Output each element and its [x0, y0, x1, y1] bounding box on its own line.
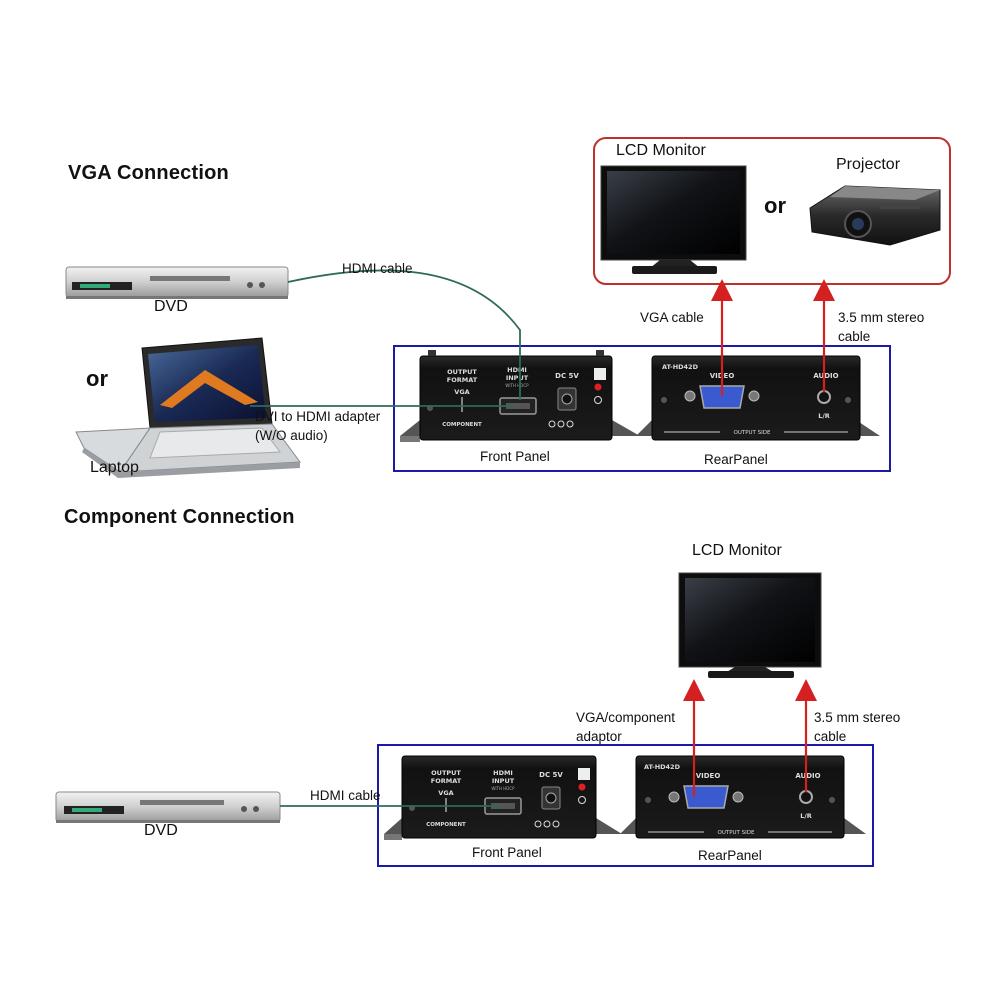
svg-text:HDMI: HDMI	[493, 769, 513, 777]
svg-text:AUDIO: AUDIO	[795, 772, 820, 780]
svg-text:L/R: L/R	[800, 812, 812, 820]
svg-text:VGA: VGA	[454, 388, 469, 396]
power-led-icon	[594, 383, 602, 391]
or-label-display: or	[764, 193, 786, 218]
dvd-label: DVD	[154, 298, 188, 315]
component-connection-heading: Component Connection	[64, 506, 295, 528]
svg-text:VGA: VGA	[438, 789, 453, 797]
svg-text:DC 5V: DC 5V	[539, 771, 563, 779]
svg-text:FORMAT: FORMAT	[431, 777, 462, 785]
audio-cable-label-bottom: 3.5 mm stereo cable	[814, 710, 901, 744]
component-adaptor-label: VGA/component adaptor	[576, 710, 676, 744]
projector-label: Projector	[836, 156, 901, 173]
projector-icon	[809, 185, 941, 246]
front-panel-device: OUTPUT FORMAT VGA COMPONENT HDMI INPUT W…	[400, 350, 640, 442]
svg-text:OUTPUT SIDE: OUTPUT SIDE	[718, 830, 756, 836]
svg-text:AT-HD42D: AT-HD42D	[662, 363, 699, 371]
vga-port-icon	[699, 385, 745, 409]
svg-text:AT-HD42D: AT-HD42D	[644, 763, 681, 771]
svg-text:INPUT: INPUT	[492, 777, 515, 785]
rear-panel-label-bottom: RearPanel	[698, 848, 762, 863]
svg-text:FORMAT: FORMAT	[447, 376, 478, 384]
audio-jack-icon	[817, 390, 831, 404]
device-frame-top	[393, 345, 891, 472]
front-panel-label-bottom: Front Panel	[472, 845, 542, 860]
svg-text:DC 5V: DC 5V	[555, 372, 579, 380]
rear-panel-device: AT-HD42D VIDEO AUDIO L/R OUTPUT SIDE	[636, 355, 880, 441]
laptop-icon	[75, 337, 301, 478]
vga-cable-label: VGA cable	[640, 310, 704, 325]
dvd-label-bottom: DVD	[144, 822, 178, 839]
svg-text:INPUT: INPUT	[506, 374, 529, 382]
lcd-monitor-label-bottom: LCD Monitor	[692, 542, 782, 559]
svg-text:COMPONENT: COMPONENT	[426, 822, 466, 828]
dvi-adapter-label: DVI to HDMI adapter (W/O audio)	[255, 409, 381, 443]
svg-text:OUTPUT: OUTPUT	[431, 769, 461, 777]
svg-text:HDMI: HDMI	[507, 366, 527, 374]
audio-cable-label: 3.5 mm stereo cable	[838, 310, 925, 344]
lcd-monitor-icon-bottom	[678, 572, 822, 678]
dvd-player-icon	[65, 266, 289, 299]
svg-text:AUDIO: AUDIO	[813, 372, 838, 380]
audio-jack-icon-bottom	[799, 790, 813, 804]
front-panel-label: Front Panel	[480, 449, 550, 464]
hdmi-cable-label: HDMI cable	[342, 261, 413, 276]
front-panel-device-bottom: OUTPUT FORMAT VGA COMPONENT HDMI INPUT W…	[384, 755, 622, 840]
vga-connection-heading: VGA Connection	[68, 162, 229, 184]
svg-text:WITH HDCP: WITH HDCP	[491, 786, 515, 791]
hdmi-cable-label-bottom: HDMI cable	[310, 788, 381, 803]
svg-text:L/R: L/R	[818, 412, 830, 420]
display-group-frame	[593, 137, 951, 285]
lcd-monitor-label: LCD Monitor	[616, 142, 706, 159]
svg-text:OUTPUT SIDE: OUTPUT SIDE	[734, 430, 772, 436]
laptop-label: Laptop	[90, 459, 139, 476]
or-label-source: or	[86, 366, 108, 391]
rear-panel-device-bottom: AT-HD42D VIDEO AUDIO L/R OUTPUT SIDE	[620, 755, 866, 839]
svg-text:WITH HDCP: WITH HDCP	[505, 383, 529, 388]
dvd-player-icon-bottom	[55, 791, 281, 823]
svg-text:COMPONENT: COMPONENT	[442, 422, 482, 428]
svg-text:VIDEO: VIDEO	[696, 772, 721, 780]
vga-port-icon-bottom	[683, 785, 729, 809]
output-format-text: OUTPUT	[447, 368, 477, 376]
rear-panel-label: RearPanel	[704, 452, 768, 467]
lcd-monitor-icon	[600, 165, 747, 274]
hdmi-cable-top	[287, 269, 521, 400]
